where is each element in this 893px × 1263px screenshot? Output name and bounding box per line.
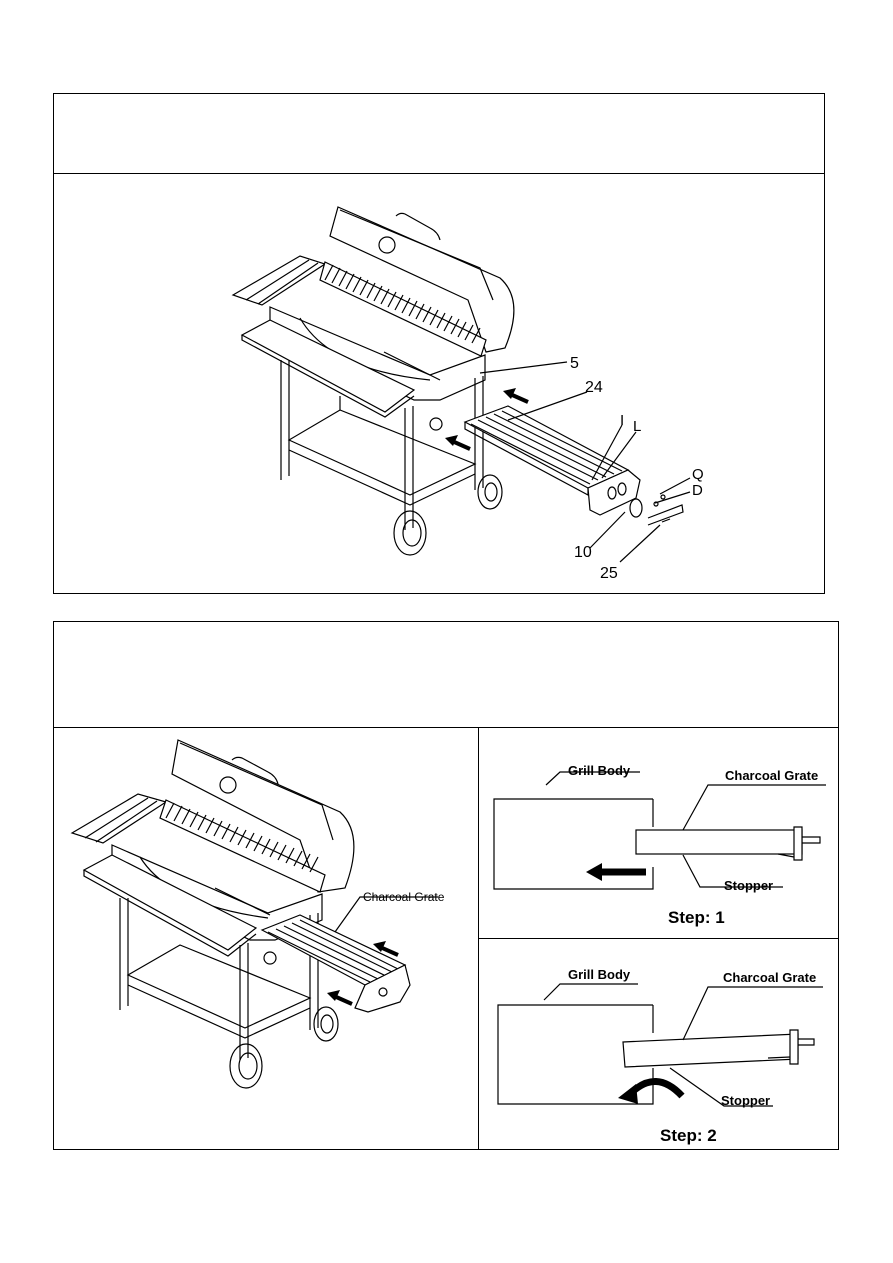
- step1-stopper-label: Stopper: [724, 878, 773, 893]
- overview-charcoal-grate-label: Charcoal Grate: [363, 890, 445, 904]
- step2-grill-body-label: Grill Body: [568, 967, 631, 982]
- step-divider: [478, 938, 839, 939]
- step1-title: Step: 1: [668, 908, 725, 927]
- step2-stopper-label: Stopper: [721, 1093, 770, 1108]
- callout-I: I: [620, 412, 624, 429]
- callout-Q: Q: [692, 466, 704, 483]
- step2-grill-body: [497, 1004, 654, 1105]
- step1-charcoal-grate-label: Charcoal Grate: [725, 768, 818, 783]
- step2-title: Step: 2: [660, 1126, 717, 1145]
- step2-charcoal-grate-label: Charcoal Grate: [723, 970, 816, 985]
- top-grill-drawing: 5 24 I L Q D 10 25: [231, 206, 704, 582]
- bottom-panel: [53, 621, 839, 1150]
- callout-25: 25: [600, 565, 618, 582]
- step1-diagram: Grill Body Charcoal Grate Stopper Step: …: [493, 763, 826, 927]
- step1-grill-body-label: Grill Body: [568, 763, 631, 778]
- top-panel-header-divider: [53, 173, 825, 174]
- bottom-panel-header-divider: [53, 727, 839, 728]
- callout-L: L: [633, 418, 641, 435]
- step1-grill-body: [493, 798, 654, 890]
- callout-10: 10: [574, 544, 592, 561]
- top-panel: [53, 93, 825, 594]
- callout-5: 5: [570, 355, 579, 372]
- step2-diagram: Grill Body Charcoal Grate Stopper Step: …: [497, 967, 823, 1145]
- callout-24: 24: [585, 379, 603, 396]
- bottom-grill-drawing: Charcoal Grate: [70, 739, 445, 1089]
- step1-charcoal-grate: [635, 829, 803, 855]
- step2-charcoal-grate: [622, 1033, 799, 1068]
- callout-D: D: [692, 482, 703, 499]
